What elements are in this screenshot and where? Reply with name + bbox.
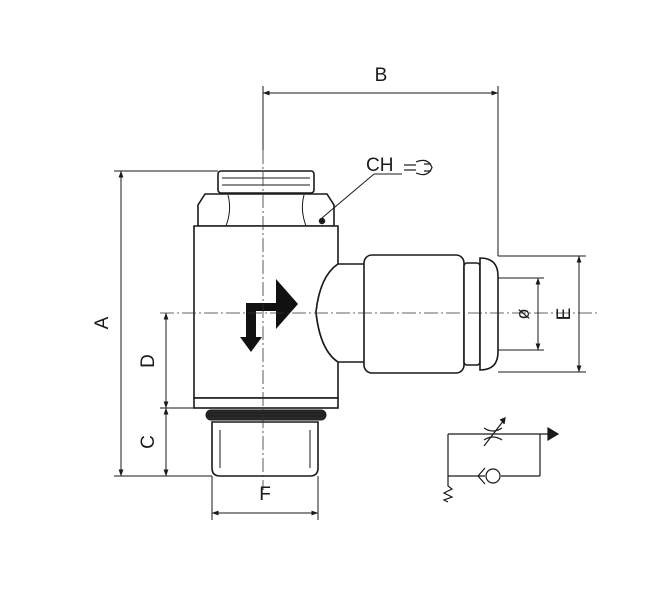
top-hex-nut [197,193,335,227]
dimension-diameter-label: ø [513,309,533,320]
dimension-f-label: F [259,484,271,505]
fitting-body [193,170,499,477]
dimension-e-label: E [554,308,575,321]
release-collet [463,262,481,366]
dimension-labels: B A D C E ø F CH [92,65,575,505]
dimension-lines [114,86,586,520]
dimension-a-label: A [92,316,113,329]
dimension-c-label: C [138,435,159,449]
flow-direction-arrow-icon [240,279,298,352]
marker-dot [318,217,326,225]
wrench-size-label: CH [366,155,393,176]
push-in-body [363,254,465,374]
center-lines [160,150,600,490]
collet-ring [479,257,499,371]
flow-control-valve-symbol-icon [442,417,560,503]
o-ring [205,409,327,421]
dimension-b-label: B [375,65,388,86]
lower-collar [193,397,339,409]
wrench-icon [404,159,433,176]
top-thread [217,170,315,194]
dimension-d-label: D [138,354,159,368]
bottom-thread [211,421,319,477]
